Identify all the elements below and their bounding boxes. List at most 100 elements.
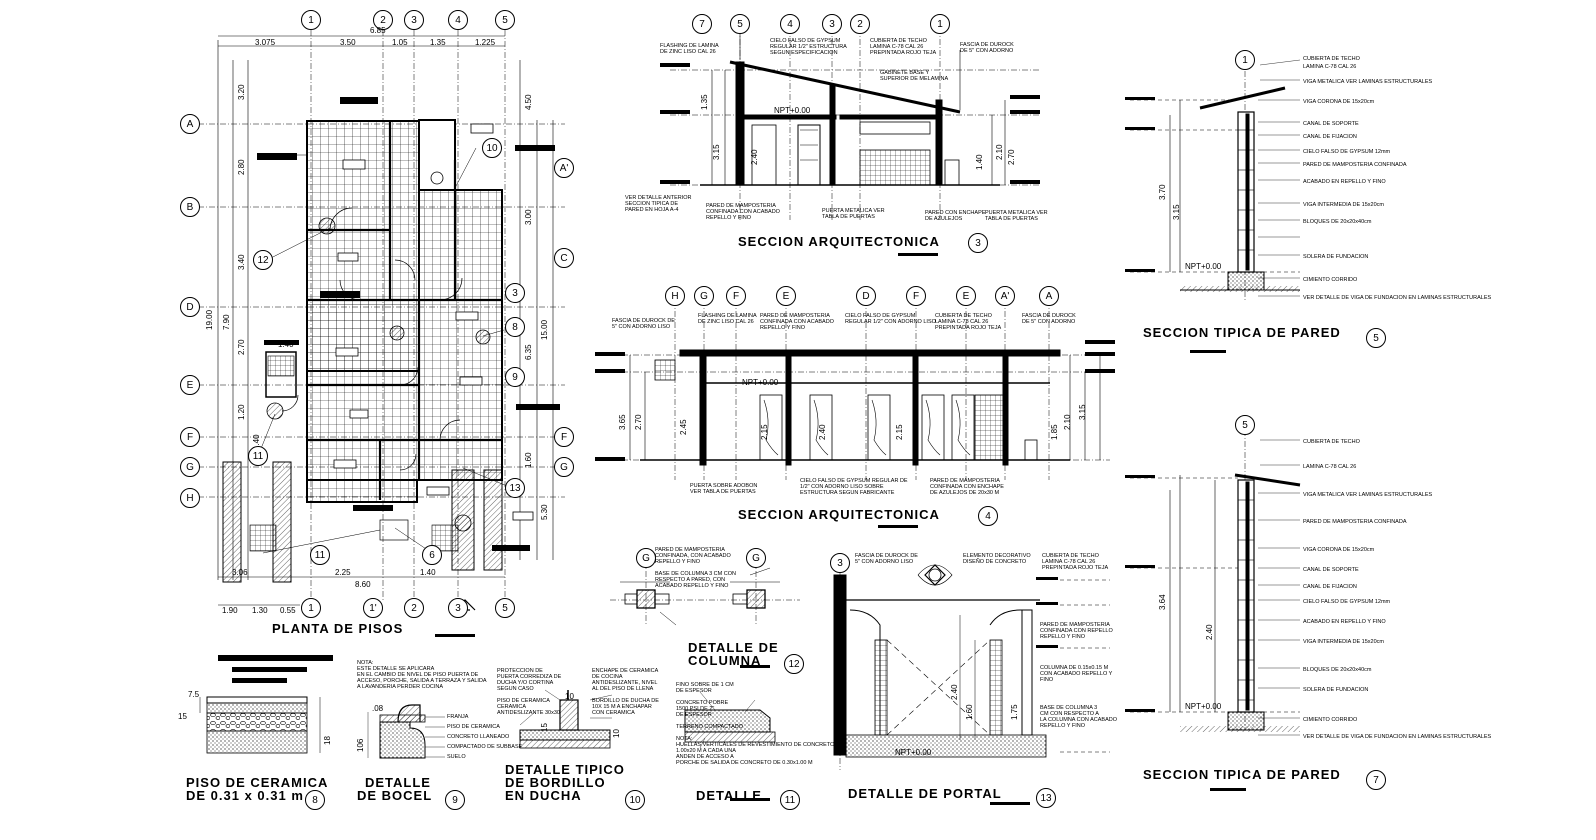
dim: 1.30	[252, 606, 268, 615]
note: PARED DE MAMPOSTERIA CONFINADA CON ENCHA…	[930, 478, 1004, 496]
callout-bubble: 12	[253, 250, 273, 270]
dim: 3.15	[712, 144, 721, 160]
axis-bubble: A	[1039, 286, 1059, 306]
dim: 3.075	[255, 38, 276, 47]
note: ELEMENTO DECORATIVO DISEÑO DE CONCRETO	[963, 553, 1031, 565]
dim: 8.60	[355, 580, 371, 589]
level-tag: NPT+0.00	[895, 748, 932, 757]
note: PUERTA METALICA VER TABLA DE PUERTAS	[822, 208, 885, 220]
axis-bubble: 1	[301, 598, 321, 618]
title-bordillo-3: EN DUCHA	[505, 788, 582, 803]
note: FINO SOBRE DE 1 CM DE ESPESOR CONCRETO P…	[676, 682, 844, 766]
section-2-bars	[595, 340, 1115, 528]
wall-label: CUBIERTA DE TECHO	[1303, 439, 1360, 445]
axis-bubble: D	[180, 297, 200, 317]
note: CIELO FALSO DE GYPSUM REGULAR 1/2" CON A…	[845, 313, 936, 325]
callout-bubble: 13	[505, 478, 525, 498]
dim: 2.45	[679, 419, 688, 435]
note: PARED DE MAMPOSTERIA CONFINADA CON ACABA…	[706, 203, 780, 221]
wall-label: ACABADO EN REPELLO Y FINO	[1303, 619, 1386, 625]
wall-label: SOLERA DE FUNDACION	[1303, 687, 1369, 693]
axis-bubble: 2	[373, 10, 393, 30]
axis-bubble: F	[554, 427, 574, 447]
note: PROTECCION DE PUERTA CORREDIZA DE DUCHA …	[497, 668, 562, 716]
axis-bubble: 1	[301, 10, 321, 30]
wall-label: VER DETALLE DE VIGA DE FUNDACION EN LAMI…	[1303, 295, 1492, 301]
dim: 1.60	[524, 452, 533, 468]
dim: 2.80	[237, 159, 246, 175]
axis-bubble: H	[665, 286, 685, 306]
note: COLUMNA DE 0.15x0.15 M CON ACABADO REPEL…	[1040, 665, 1113, 683]
wall-label: VIGA METALICA VER LAMINAS ESTRUCTURALES	[1303, 492, 1433, 498]
dim: 3.15	[1172, 204, 1181, 220]
note: FASCIA DE DUROCK DE 5" CON ADORNO	[1022, 313, 1076, 325]
note: FASCIA DE DUROCK DE 5" CON ADORNO	[960, 42, 1014, 54]
axis-bubble: A'	[554, 158, 574, 178]
wall-label: VIGA INTERMEDIA DE 15x20cm	[1303, 202, 1384, 208]
callout-bubble: 3	[968, 233, 988, 253]
dim: 106	[356, 738, 365, 752]
wall-label: PARED DE MAMPOSTERIA CONFINADA	[1303, 162, 1407, 168]
title-seccion-1: SECCION ARQUITECTONICA	[738, 234, 940, 249]
wall-label: BLOQUES DE 20x20x40cm	[1303, 219, 1372, 225]
axis-bubble: F	[726, 286, 746, 306]
title-bordillo-1: DETALLE TIPICO	[505, 762, 625, 777]
dim: 2.10	[1063, 414, 1072, 430]
axis-bubble: 3	[822, 14, 842, 34]
dim: 1.85	[1050, 424, 1059, 440]
dim: 1.05	[392, 38, 408, 47]
level-tag: NPT+0.00	[774, 106, 811, 115]
axis-bubble: 1	[1235, 50, 1255, 70]
dim: 3.06	[232, 568, 248, 577]
dim: 1.75	[1010, 704, 1019, 720]
wall-label: CIELO FALSO DE GYPSUM 12mm	[1303, 149, 1391, 155]
title-piso-ceramica-1: PISO DE CERAMICA	[186, 775, 329, 790]
axis-bubble: 2	[404, 598, 424, 618]
dim: 1.60	[965, 704, 974, 720]
dim: 1.40	[420, 568, 436, 577]
wall-label: LAMINA C-78 CAL 26	[1303, 64, 1357, 70]
dim: 1.90	[222, 606, 238, 615]
wall-label: CANAL DE SOPORTE	[1303, 121, 1359, 127]
ceramic-floor-detail	[199, 696, 321, 754]
dim: 2.70	[634, 414, 643, 430]
dim: 3.50	[340, 38, 356, 47]
axis-bubble: G	[694, 286, 714, 306]
title-piso-ceramica-2: DE 0.31 x 0.31 m	[186, 788, 304, 803]
axis-bubble: 3	[448, 598, 468, 618]
dim: 15	[540, 723, 549, 732]
axis-bubble: A	[180, 114, 200, 134]
title-portal: DETALLE DE PORTAL	[848, 786, 1002, 801]
axis-bubble: F	[180, 427, 200, 447]
dim: 18	[323, 736, 332, 745]
callout-bubble: 5	[1366, 328, 1386, 348]
axis-bubble: A'	[995, 286, 1015, 306]
bocel-label: PISO DE CERAMICA	[447, 724, 500, 730]
title-bordillo-2: DE BORDILLO	[505, 775, 606, 790]
portal-detail	[833, 560, 1110, 770]
dim: 3.64	[1158, 594, 1167, 610]
axis-bubble: E	[180, 375, 200, 395]
dim: 10	[612, 729, 621, 738]
wall-label: BLOQUES DE 20x20x40cm	[1303, 667, 1372, 673]
callout-bubble: 8	[305, 790, 325, 810]
note: PARED DE MAMPOSTERIA CONFINADA CON REPEL…	[1040, 622, 1113, 640]
callout-bubble: 9	[505, 367, 525, 387]
wall-label: CANAL DE SOPORTE	[1303, 567, 1359, 573]
dim: 4.50	[524, 94, 533, 110]
wall-label: CUBIERTA DE TECHO	[1303, 56, 1360, 62]
axis-bubble: G	[636, 548, 656, 568]
axis-bubble: 1	[930, 14, 950, 34]
title-bocel-1: DETALLE	[365, 775, 431, 790]
axis-bubble: E	[956, 286, 976, 306]
title-seccion-2: SECCION ARQUITECTONICA	[738, 507, 940, 522]
note: GABINETE BASE Y SUPERIOR DE MELAMINA	[880, 70, 949, 82]
dim: 2.40	[950, 684, 959, 700]
axis-bubble: 7	[692, 14, 712, 34]
wall-label: VIGA CORONA DE 15x20cm	[1303, 547, 1375, 553]
axis-bubble: 4	[780, 14, 800, 34]
note: FASCIA DE DUROCK DE 5" CON ADORNO LISO	[855, 553, 918, 565]
level-tag: NPT+0.00	[1185, 702, 1222, 711]
dim: 3.40	[237, 254, 246, 270]
dim: 2.40	[818, 424, 827, 440]
